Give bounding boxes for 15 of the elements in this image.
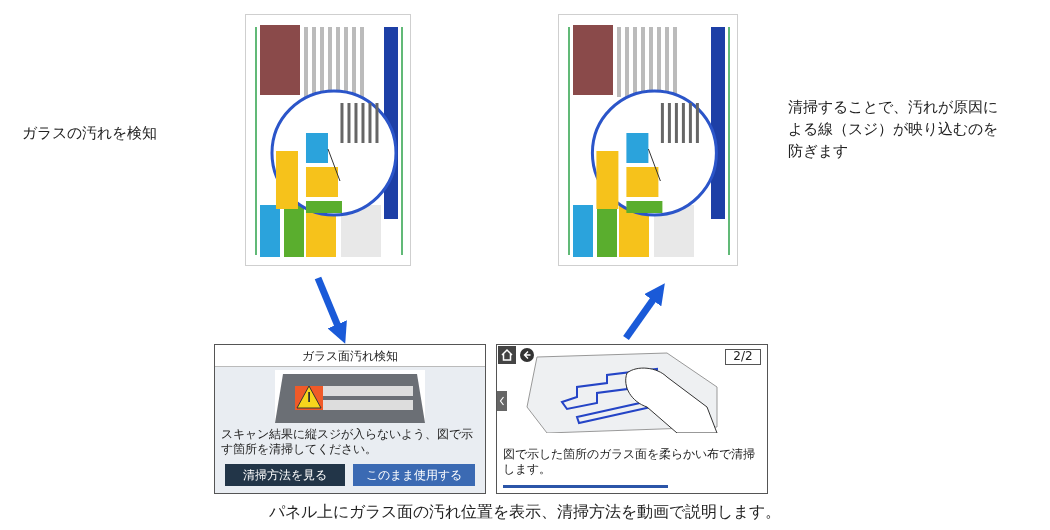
note-text: ガラスの汚れを検知 [22, 123, 158, 144]
message-text: スキャン結果に縦スジが入らないよう、図で示す箇所を清掃してください。 [221, 427, 474, 458]
arrow [314, 276, 347, 344]
arrow [623, 283, 665, 341]
message-text: 図で示した箇所のガラス面を柔らかい布で清掃します。 [503, 447, 756, 478]
note-text: 清掃することで、汚れが原因による線（スジ）が映り込むのを防ぎます [788, 97, 999, 162]
title-bar: ガラス面汚れ検知 [215, 345, 485, 367]
caption: パネル上にガラス面の汚れ位置を表示、清掃方法を動画で説明します。 [268, 501, 782, 523]
document-picture [245, 14, 411, 266]
page-counter: 2/2 [725, 349, 761, 365]
screen-panel [214, 344, 486, 494]
document-picture [558, 14, 738, 266]
button: このまま使用する [353, 464, 475, 486]
button: 清掃方法を見る [225, 464, 345, 486]
screen-panel [496, 344, 768, 494]
